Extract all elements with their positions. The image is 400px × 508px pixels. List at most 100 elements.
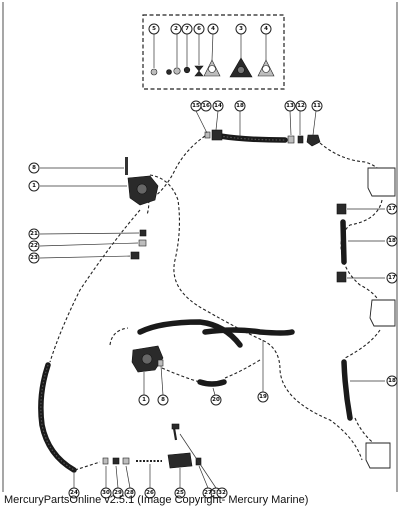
connector-box-mid xyxy=(369,299,396,327)
elbow-11 xyxy=(306,134,321,147)
callout-4-right: 4 xyxy=(260,23,272,35)
callout-8-upper: 8 xyxy=(28,162,40,174)
fitting-28 xyxy=(122,457,130,465)
copyright-caption: MercuryPartsOnline v2.5.1 (Image Copyrig… xyxy=(4,494,309,506)
fuel-hose-24 xyxy=(38,362,77,473)
fittings-21-23 xyxy=(39,229,147,260)
svg-text:8: 8 xyxy=(32,165,36,171)
callout-18-lower: 18 xyxy=(386,375,398,387)
svg-text:32: 32 xyxy=(218,490,226,496)
callout-32: 32 xyxy=(216,487,228,499)
kit-ring-7 xyxy=(183,66,191,74)
fitting-13 xyxy=(287,135,295,144)
svg-text:3: 3 xyxy=(239,26,243,32)
callout-11: 11 xyxy=(311,100,323,112)
svg-text:17: 17 xyxy=(388,206,396,212)
callout-4-left: 4 xyxy=(207,23,219,35)
svg-text:1: 1 xyxy=(142,397,146,403)
fuel-pump-upper xyxy=(40,157,159,206)
fuel-hose-19 xyxy=(202,327,295,336)
callout-1-lower: 1 xyxy=(138,394,150,406)
svg-text:25: 25 xyxy=(176,490,184,496)
repair-kit-inset xyxy=(142,14,285,90)
svg-text:6: 6 xyxy=(197,26,201,32)
svg-text:4: 4 xyxy=(264,26,268,32)
callout-3: 3 xyxy=(235,23,247,35)
fitting-23 xyxy=(130,251,140,260)
fitting-16 xyxy=(204,131,211,139)
callout-20: 20 xyxy=(210,394,222,406)
pump-screw-8 xyxy=(125,157,128,175)
svg-text:23: 23 xyxy=(30,255,38,261)
svg-text:14: 14 xyxy=(214,103,222,109)
svg-text:31: 31 xyxy=(212,490,220,496)
svg-text:2: 2 xyxy=(174,26,178,32)
connector-box-bottom xyxy=(365,442,391,469)
svg-text:16: 16 xyxy=(202,103,210,109)
svg-text:22: 22 xyxy=(30,243,38,249)
fuel-hose-20 xyxy=(197,379,227,387)
callout-21: 21 xyxy=(28,228,40,240)
svg-text:18: 18 xyxy=(388,378,396,384)
svg-text:7: 7 xyxy=(185,26,189,32)
fuel-hose-18-right xyxy=(340,219,347,265)
callout-23: 23 xyxy=(28,252,40,264)
callout-24: 24 xyxy=(68,487,80,499)
svg-text:28: 28 xyxy=(126,490,134,496)
kit-washer-5 xyxy=(150,68,158,76)
svg-text:26: 26 xyxy=(146,490,154,496)
callout-26: 26 xyxy=(144,487,156,499)
fitting-17-bottom xyxy=(336,271,347,283)
callout-7: 7 xyxy=(181,23,193,35)
connector-box-top xyxy=(367,167,396,197)
svg-text:1: 1 xyxy=(32,183,36,189)
fuel-routing-lines xyxy=(49,135,386,461)
callout-25: 25 xyxy=(174,487,186,499)
washer-12 xyxy=(297,135,304,144)
svg-text:12: 12 xyxy=(297,103,305,109)
svg-text:24: 24 xyxy=(70,490,78,496)
filter-body-25 xyxy=(167,452,193,469)
callout-13: 13 xyxy=(284,100,296,112)
fuel-hose-18-lower-right xyxy=(341,359,353,421)
svg-text:29: 29 xyxy=(114,490,122,496)
kit-seal-2 xyxy=(173,67,181,75)
callout-12: 12 xyxy=(295,100,307,112)
callout-2: 2 xyxy=(170,23,182,35)
svg-text:15: 15 xyxy=(192,103,200,109)
fitting-21 xyxy=(139,229,147,237)
callout-18-right: 18 xyxy=(386,235,398,247)
callout-30: 30 xyxy=(100,487,112,499)
screw-head xyxy=(171,423,180,430)
svg-text:4: 4 xyxy=(211,26,215,32)
svg-text:30: 30 xyxy=(102,490,110,496)
callout-29: 29 xyxy=(112,487,124,499)
callout-18-top: 18 xyxy=(234,100,246,112)
svg-text:21: 21 xyxy=(30,231,38,237)
kit-oring-2 xyxy=(166,69,172,75)
svg-text:27: 27 xyxy=(204,490,212,496)
fuel-hose-19-loop xyxy=(137,319,243,348)
callout-5: 5 xyxy=(148,23,160,35)
svg-text:18: 18 xyxy=(236,103,244,109)
svg-text:5: 5 xyxy=(152,26,156,32)
right-fittings xyxy=(336,167,396,469)
svg-text:11: 11 xyxy=(313,103,321,109)
fuel-pump-lower xyxy=(131,345,164,396)
svg-text:19: 19 xyxy=(259,394,267,400)
callout-8-lower: 8 xyxy=(157,394,169,406)
callout-22: 22 xyxy=(28,240,40,252)
callout-14: 14 xyxy=(212,100,224,112)
callout-19: 19 xyxy=(257,391,269,403)
callout-1-upper: 1 xyxy=(28,180,40,192)
screw-32 xyxy=(172,427,178,441)
fitting-29 xyxy=(112,457,120,465)
upper-hose-assembly xyxy=(195,110,321,147)
bottom-fitting-assembly xyxy=(73,423,217,489)
svg-text:13: 13 xyxy=(286,103,294,109)
callout-17-bottom: 17 xyxy=(386,272,398,284)
callout-15: 15 xyxy=(190,100,202,112)
callout-6: 6 xyxy=(193,23,205,35)
hose-clamp-14 xyxy=(211,129,223,141)
